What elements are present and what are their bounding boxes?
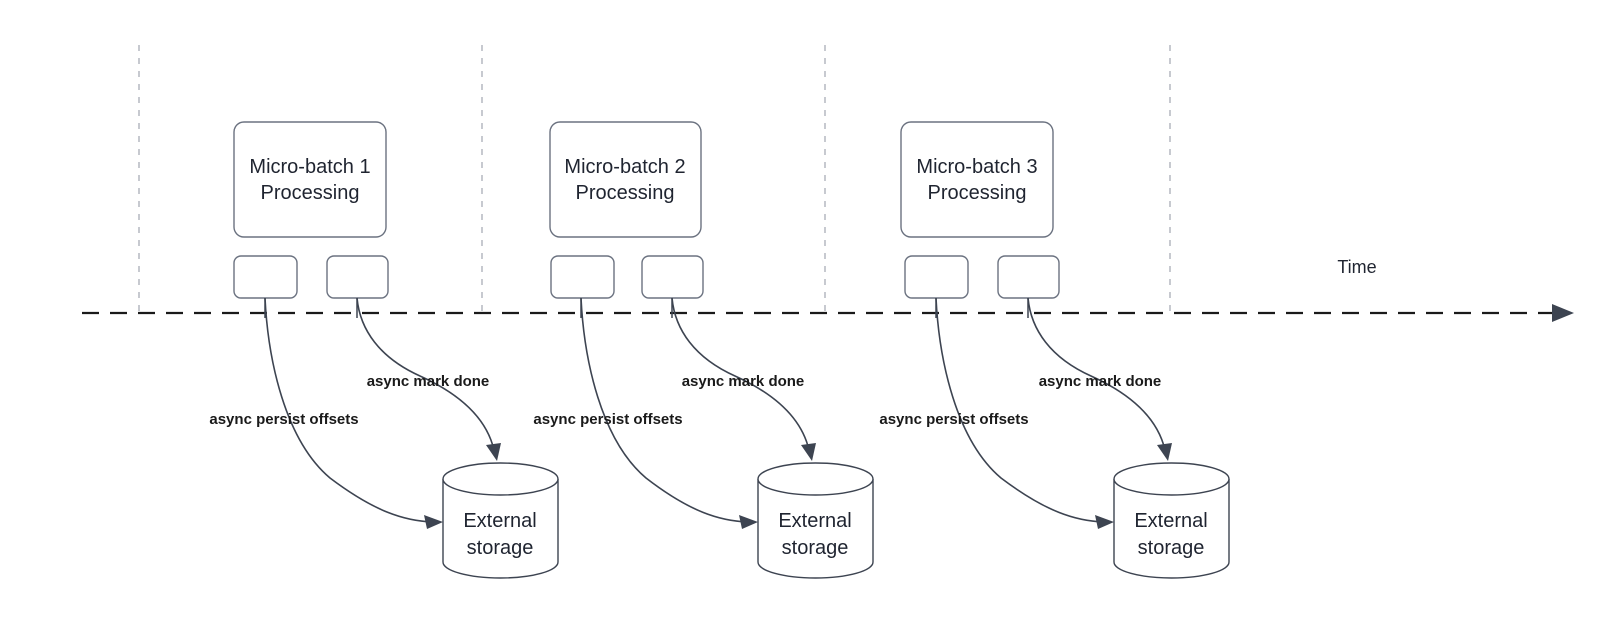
group-3-persist-offsets-arrowhead (1095, 515, 1114, 529)
time-axis-label: Time (1337, 257, 1376, 277)
group-1-mark-done-arrowhead (486, 443, 501, 461)
micro-batch-2-label-line1: Micro-batch 2 (564, 156, 685, 178)
group-2: Micro-batch 2 Processing async persist o… (533, 121, 874, 579)
micro-batch-3-label-line1: Micro-batch 3 (916, 156, 1037, 178)
group-1-persist-offsets-arrow (264, 297, 434, 523)
micro-batch-2-box[interactable] (549, 121, 702, 238)
group-3-mark-done-arrow (1027, 297, 1166, 451)
group-1-persist-offsets-arrowhead (424, 515, 443, 529)
group-1-storage-label-line1: External (463, 510, 536, 532)
group-1-mark-done-label: async mark done (367, 373, 490, 390)
group-3-mark-done-label: async mark done (1039, 373, 1162, 390)
micro-batch-1-label-line2: Processing (261, 182, 360, 204)
group-3: Micro-batch 3 Processing async persist o… (879, 121, 1230, 579)
group-1-storage-cylinder-top (442, 462, 559, 496)
group-2-storage-cylinder-body[interactable] (757, 479, 874, 579)
group-2-mark-done-label: async mark done (682, 373, 805, 390)
micro-batch-2-label-line2: Processing (576, 182, 675, 204)
group-1-mark-done-arrow (356, 297, 495, 451)
group-3-storage-label-line1: External (1134, 510, 1207, 532)
group-3-persist-offsets-label: async persist offsets (879, 411, 1028, 428)
group-2-mark-done-box[interactable] (641, 255, 704, 299)
group-3-storage-cylinder-top (1113, 462, 1230, 496)
group-1: Micro-batch 1 Processing async persist o… (209, 121, 559, 579)
micro-batch-3-label-line2: Processing (928, 182, 1027, 204)
time-axis: Time (82, 257, 1574, 322)
group-2-persist-offsets-arrow (580, 297, 749, 523)
group-2-offset-commit-box[interactable] (550, 255, 615, 299)
group-1-offset-commit-box[interactable] (233, 255, 298, 299)
group-3-persist-offsets-arrow (935, 297, 1105, 523)
group-2-persist-offsets-arrowhead (739, 515, 758, 529)
group-3-mark-done-arrowhead (1157, 443, 1172, 461)
group-3-mark-done-box[interactable] (997, 255, 1060, 299)
group-3-storage-cylinder-body[interactable] (1113, 479, 1230, 579)
group-2-mark-done-arrowhead (801, 443, 816, 461)
micro-batch-3-box[interactable] (900, 121, 1054, 238)
group-3-storage-label-line2: storage (1138, 537, 1205, 559)
group-2-storage-cylinder-top (757, 462, 874, 496)
micro-batch-1-box[interactable] (233, 121, 387, 238)
group-3-offset-commit-box[interactable] (904, 255, 969, 299)
group-1-persist-offsets-label: async persist offsets (209, 411, 358, 428)
group-2-mark-done-arrow (671, 297, 810, 451)
group-1-storage-label-line2: storage (467, 537, 534, 559)
group-1-storage-cylinder-body[interactable] (442, 479, 559, 579)
micro-batch-1-label-line1: Micro-batch 1 (249, 156, 370, 178)
group-1-mark-done-box[interactable] (326, 255, 389, 299)
timeline-arrowhead (1552, 304, 1574, 322)
group-2-persist-offsets-label: async persist offsets (533, 411, 682, 428)
group-2-storage-label-line2: storage (782, 537, 849, 559)
group-2-storage-label-line1: External (778, 510, 851, 532)
